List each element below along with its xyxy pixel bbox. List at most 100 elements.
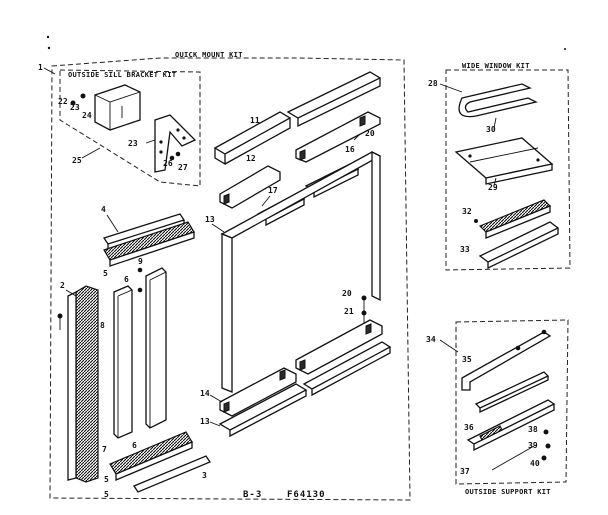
channel-end xyxy=(223,193,230,205)
quick-mount-kit-title: QUICK MOUNT KIT xyxy=(175,51,243,59)
leader-line xyxy=(145,139,156,144)
frame-part xyxy=(221,233,233,393)
callout-11: 11 xyxy=(250,116,260,125)
callout-16: 16 xyxy=(345,145,355,154)
bracket-hole xyxy=(159,140,163,144)
seal-strip-part xyxy=(133,455,211,493)
screw-part xyxy=(543,429,549,435)
callout-9: 9 xyxy=(138,257,143,266)
outside-support-kit-boundary xyxy=(455,319,569,485)
callout-27: 27 xyxy=(178,163,188,172)
callout-13: 13 xyxy=(205,215,215,224)
l-bracket-part xyxy=(154,114,197,173)
sill-bracket-kit-title: OUTSIDE SILL BRACKET KIT xyxy=(68,71,176,79)
callout-22: 22 xyxy=(58,97,68,106)
figure-id: B-3 xyxy=(243,490,262,500)
callout-23: 23 xyxy=(70,103,80,112)
callout-28: 28 xyxy=(428,79,438,88)
bracket-plate-part xyxy=(94,84,141,131)
callout-38: 38 xyxy=(528,425,538,434)
plate-hole xyxy=(468,154,472,158)
screw-part xyxy=(169,155,175,161)
outside-support-kit-group: OUTSIDE SUPPORT KIT 34 35 36 37 38 39 40 xyxy=(426,319,569,496)
callout-21: 21 xyxy=(344,307,354,316)
outside-support-kit-title: OUTSIDE SUPPORT KIT xyxy=(465,488,551,496)
leader-line xyxy=(493,177,497,187)
gasket-base xyxy=(115,441,193,481)
extension-rail-part xyxy=(478,221,560,270)
callout-35: 35 xyxy=(462,355,472,364)
callout-17: 17 xyxy=(268,186,278,195)
support-leg-part xyxy=(466,399,556,452)
leader-line xyxy=(43,67,56,75)
callout-20: 20 xyxy=(342,289,352,298)
callout-5: 5 xyxy=(103,269,108,278)
callout-33: 33 xyxy=(460,245,470,254)
leader-line xyxy=(439,339,459,353)
leader-line xyxy=(81,147,101,159)
callout-6: 6 xyxy=(124,275,129,284)
extension-plate-edge xyxy=(485,163,553,185)
callout-12: 12 xyxy=(246,154,256,163)
callout-20: 20 xyxy=(365,129,375,138)
callout-3: 3 xyxy=(202,471,207,480)
rail-part xyxy=(218,383,308,438)
scan-speck xyxy=(564,48,566,50)
screw-part xyxy=(70,100,76,106)
screw-part xyxy=(474,219,478,223)
frame-part xyxy=(371,150,381,302)
bracket-hole xyxy=(182,136,186,140)
quick-mount-kit-boundary xyxy=(49,57,411,501)
screw-part xyxy=(175,151,181,157)
screw-part xyxy=(545,443,551,449)
bracket-hole xyxy=(176,128,180,132)
leader-line xyxy=(493,117,497,129)
screw-part xyxy=(515,345,521,351)
callout-23: 23 xyxy=(128,139,138,148)
screw-part xyxy=(541,329,547,335)
screw-part xyxy=(541,455,547,461)
sill-bracket-kit: OUTSIDE SILL BRACKET KIT 22 23 24 23 26 … xyxy=(58,69,201,187)
leader-line xyxy=(261,195,271,207)
wide-window-kit-title: WIDE WINDOW KIT xyxy=(462,62,530,70)
callout-7: 7 xyxy=(102,445,107,454)
support-rod-part xyxy=(491,445,535,471)
callout-5: 5 xyxy=(104,490,109,499)
wide-window-kit-group: WIDE WINDOW KIT 28 30 29 32 33 xyxy=(428,62,571,271)
channel-end xyxy=(365,323,372,335)
quick-mount-kit-group: QUICK MOUNT KIT 1 OUTSIDE SILL BRACKET K… xyxy=(38,51,411,501)
support-leg-pad xyxy=(479,425,503,441)
screw-part xyxy=(137,267,143,273)
channel-rail-part xyxy=(295,319,383,375)
channel-end xyxy=(299,359,306,371)
callout-26: 26 xyxy=(163,159,173,168)
screw-part xyxy=(137,287,143,293)
vertical-panel-side xyxy=(67,290,77,481)
callout-13: 13 xyxy=(200,417,210,426)
callout-36: 36 xyxy=(464,423,474,432)
callout-30: 30 xyxy=(486,125,496,134)
callout-39: 39 xyxy=(528,441,538,450)
side-panel-edge xyxy=(117,289,133,438)
callout-4: 4 xyxy=(101,205,106,214)
screw-part xyxy=(80,93,86,99)
vertical-gasket-part xyxy=(75,285,99,483)
leader-line xyxy=(209,421,221,427)
callout-37: 37 xyxy=(460,467,470,476)
channel-end xyxy=(279,369,286,381)
support-brace-part xyxy=(474,371,550,414)
top-rail-part xyxy=(286,71,382,128)
callout-34: 34 xyxy=(426,335,436,344)
scan-speck xyxy=(47,46,51,50)
channel-end xyxy=(299,149,306,161)
leader-line xyxy=(209,394,223,403)
sill-bracket-kit-boundary xyxy=(59,69,201,187)
callout-24: 24 xyxy=(82,111,92,120)
scan-speck xyxy=(46,35,50,39)
gasket-base xyxy=(109,231,195,267)
leader-line xyxy=(439,83,463,93)
extension-rail-base xyxy=(485,205,551,239)
bracket-plate-edge xyxy=(94,91,141,130)
callout-2: 2 xyxy=(60,281,65,290)
